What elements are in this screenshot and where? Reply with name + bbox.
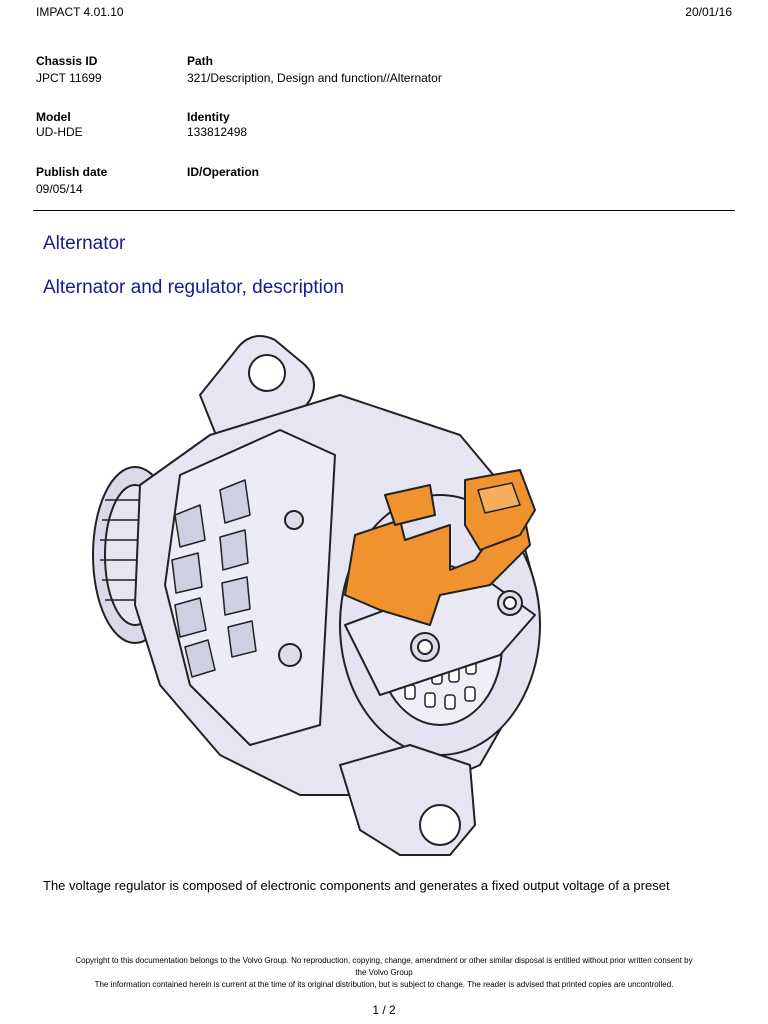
header-divider xyxy=(33,210,735,211)
copyright-line-2: the Volvo Group xyxy=(355,968,413,977)
identity-label: Identity xyxy=(187,110,230,124)
identity-value: 133812498 xyxy=(187,125,248,139)
app-version: IMPACT 4.01.10 xyxy=(36,5,124,19)
voltage-regulator-highlight xyxy=(344,469,536,626)
path-value: 321/Description, Design and function//Al… xyxy=(187,71,442,85)
disclaimer-line: The information contained herein is curr… xyxy=(94,980,674,989)
path-label: Path xyxy=(187,54,214,68)
chassis-id-label: Chassis ID xyxy=(36,54,98,68)
publish-date-label: Publish date xyxy=(36,165,108,179)
model-value: UD-HDE xyxy=(36,125,83,139)
model-label: Model xyxy=(36,110,71,124)
page-number: 1 / 2 xyxy=(372,1003,396,1017)
id-operation-label: ID/Operation xyxy=(187,165,260,179)
subsection-heading: Alternator and regulator, description xyxy=(43,277,345,298)
chassis-id-value: JPCT 11699 xyxy=(36,71,102,85)
description-paragraph: The voltage regulator is composed of ele… xyxy=(43,878,670,893)
section-heading: Alternator xyxy=(43,233,126,254)
print-date: 20/01/16 xyxy=(685,5,732,19)
publish-date-value: 09/05/14 xyxy=(36,182,83,196)
copyright-notice: Copyright to this documentation belongs … xyxy=(24,955,744,991)
copyright-line-1: Copyright to this documentation belongs … xyxy=(75,956,693,965)
alternator-illustration xyxy=(92,335,541,856)
